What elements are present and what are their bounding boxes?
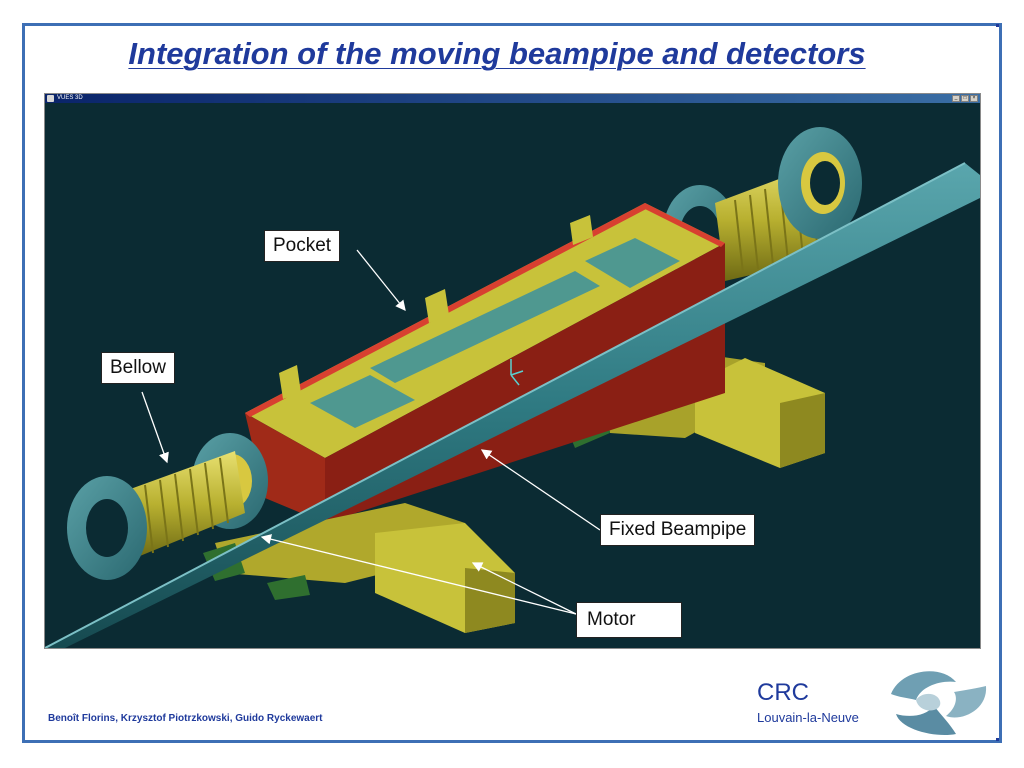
minimize-button[interactable]: _ [952, 95, 960, 102]
viewer-window-title: VUES 3D [57, 95, 83, 101]
corner-marker [996, 738, 999, 741]
callout-motor: Motor [576, 602, 682, 638]
callout-bellow: Bellow [101, 352, 175, 384]
callout-pocket: Pocket [264, 230, 341, 262]
fixed-beampipe [45, 162, 980, 648]
corner-marker [996, 24, 999, 27]
viewer-window[interactable]: VUES 3D _ □ × [44, 93, 981, 649]
close-button[interactable]: × [970, 95, 978, 102]
author-credits: Benoît Florins, Krzysztof Piotrzkowski, … [48, 713, 323, 724]
motor-front [203, 503, 515, 633]
crc-affiliation: CRC Louvain-la-Neuve [757, 679, 859, 726]
callout-fixed-beampipe: Fixed Beampipe [600, 514, 756, 546]
3d-viewport[interactable] [45, 103, 980, 648]
crc-location: Louvain-la-Neuve [757, 710, 859, 725]
slide-title: Integration of the moving beampipe and d… [128, 36, 866, 71]
crc-logo-icon [891, 671, 987, 736]
maximize-button[interactable]: □ [961, 95, 969, 102]
viewer-titlebar[interactable]: VUES 3D _ □ × [45, 94, 980, 103]
bellow-left [67, 433, 268, 580]
window-controls: _ □ × [952, 95, 978, 102]
app-icon [47, 95, 54, 102]
crc-name: CRC [757, 679, 809, 706]
